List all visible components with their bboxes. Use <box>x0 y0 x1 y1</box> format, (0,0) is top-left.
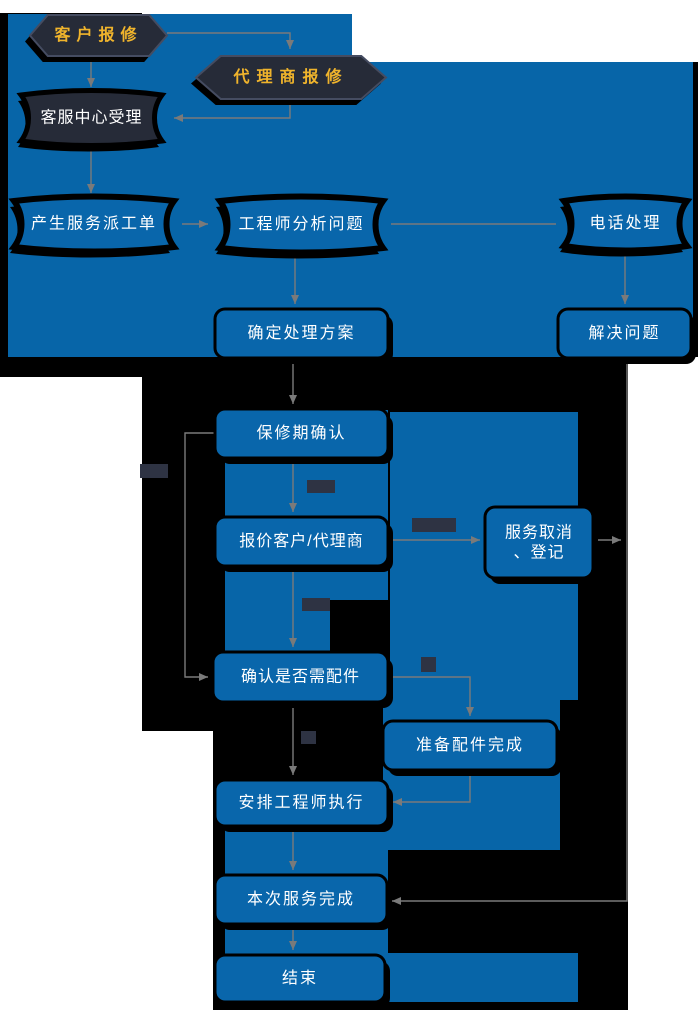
edge-warranty-to-quote-arrowhead <box>289 503 297 512</box>
edge-quote-to-confirm-arrowhead <box>289 638 297 647</box>
node-confirm-parts-needed: 确认是否需配件 <box>211 650 393 708</box>
create-work-order-label: 产生服务派工单 <box>31 215 157 233</box>
confirm-parts-needed-shape <box>211 650 390 704</box>
end-shape <box>213 953 387 1004</box>
node-engineer-analyze-problem: 工程师分析问题 <box>214 193 389 259</box>
edge-solve-to-complete-arrowhead <box>392 897 401 905</box>
engineer-analyze-problem-label: 工程师分析问题 <box>238 215 364 233</box>
node-phone-handling: 电话处理 <box>558 193 693 257</box>
node-end: 结束 <box>213 953 390 1008</box>
edge-parts-to-arrange-arrowhead <box>393 798 402 806</box>
parts-preparation-done-shape <box>381 719 559 772</box>
customer-repair-request-label: 客户报修 <box>54 25 142 44</box>
node-service-complete: 本次服务完成 <box>213 873 392 930</box>
determine-solution-label: 确定处理方案 <box>247 324 355 342</box>
edge-confirm-to-parts-arrowhead <box>466 707 474 716</box>
connector-layer <box>87 32 629 950</box>
hidden-label-parts-no <box>301 731 316 744</box>
edge-customer-to-center-arrowhead <box>87 78 95 87</box>
node-arrange-engineer-execute: 安排工程师执行 <box>213 778 393 832</box>
edge-warranty-loop-to-confirm <box>184 432 215 678</box>
edge-agent-to-center <box>174 101 291 119</box>
edge-confirm-to-arrange-arrowhead <box>289 766 297 775</box>
service-cancel-register-label: 服务取消、登记 <box>505 523 573 561</box>
edge-engineer-to-solution-arrowhead <box>291 295 299 304</box>
arrange-engineer-execute-shape <box>213 778 390 828</box>
hidden-label-warranty-left <box>140 464 168 478</box>
phone-handling-label: 电话处理 <box>589 214 661 232</box>
node-agent-repair-request: 代理商报修 <box>191 55 388 105</box>
edge-solve-to-complete <box>392 358 628 902</box>
node-quote-customer-agent: 报价客户/代理商 <box>213 515 393 572</box>
create-work-order-shape <box>8 193 180 255</box>
panel-shadow-right-sliver <box>693 62 698 357</box>
agent-repair-request-shape <box>194 55 388 100</box>
node-customer-repair-request: 客户报修 <box>25 14 169 62</box>
edge-order-to-engineer-arrowhead <box>199 220 208 228</box>
determine-solution-shape <box>213 307 390 360</box>
quote-customer-agent-label: 报价客户/代理商 <box>239 532 363 550</box>
node-parts-preparation-done: 准备配件完成 <box>381 719 562 776</box>
solve-problem-label: 解决问题 <box>588 324 660 342</box>
edge-confirm-to-parts <box>388 676 471 716</box>
hidden-label-warranty-down <box>307 480 335 493</box>
node-solve-problem: 解决问题 <box>556 307 696 364</box>
agent-repair-request-label: 代理商报修 <box>232 67 348 86</box>
service-complete-label: 本次服务完成 <box>247 890 355 908</box>
node-service-center-accept: 客服中心受理 <box>16 88 167 152</box>
edge-arrange-to-complete-arrowhead <box>289 861 297 870</box>
node-warranty-confirm: 保修期确认 <box>213 407 393 464</box>
panel-bottom-right-patch <box>388 953 578 1002</box>
hidden-label-quote-right <box>412 518 456 532</box>
node-create-work-order: 产生服务派工单 <box>8 193 180 258</box>
edge-quote-to-cancel-arrowhead <box>471 536 480 544</box>
edge-customer-to-agent-arrowhead <box>286 40 294 49</box>
edge-center-to-order-arrowhead <box>87 184 95 193</box>
hidden-label-quote-down <box>302 598 330 611</box>
edge-solution-to-warranty-arrowhead <box>289 395 297 404</box>
confirm-parts-needed-label: 确认是否需配件 <box>241 668 360 686</box>
node-determine-solution: 确定处理方案 <box>213 307 393 364</box>
edge-parts-to-arrange <box>393 770 471 803</box>
edge-phone-to-solve-arrowhead <box>621 295 629 304</box>
service-cancel-register-shape <box>483 505 595 580</box>
engineer-analyze-problem-shape <box>214 193 389 256</box>
warranty-confirm-shape <box>213 407 390 460</box>
edge-agent-to-center-arrowhead <box>174 114 183 122</box>
service-complete-shape <box>213 873 389 926</box>
node-service-cancel-register: 服务取消、登记 <box>483 505 598 584</box>
edge-complete-to-end-arrowhead <box>289 941 297 950</box>
service-center-accept-shape <box>16 88 167 148</box>
arrange-engineer-execute-label: 安排工程师执行 <box>238 794 364 812</box>
phone-handling-shape <box>558 193 693 254</box>
customer-repair-request-shape <box>28 14 169 57</box>
service-center-accept-label: 客服中心受理 <box>40 109 142 127</box>
solve-problem-shape <box>556 307 693 360</box>
edge-cancel-to-merge-arrowhead <box>612 536 621 544</box>
hidden-label-parts-yes <box>421 657 436 672</box>
warranty-confirm-label: 保修期确认 <box>256 424 346 442</box>
edge-warranty-loop-to-confirm-arrowhead <box>199 673 208 681</box>
parts-preparation-done-label: 准备配件完成 <box>416 736 524 754</box>
end-label: 结束 <box>282 969 318 987</box>
quote-customer-agent-shape <box>213 515 390 568</box>
